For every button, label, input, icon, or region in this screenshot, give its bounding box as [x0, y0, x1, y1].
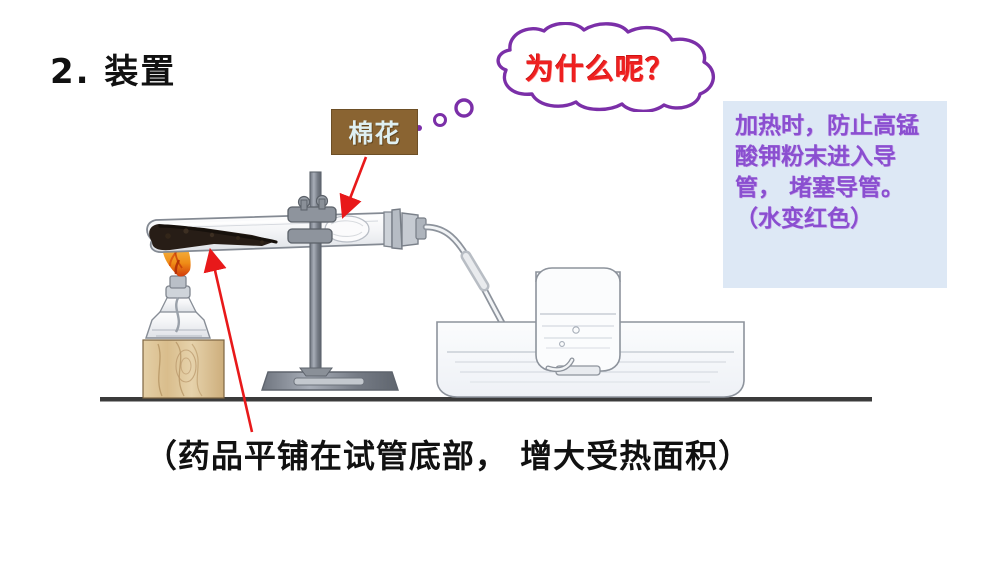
- collecting-bottle: [535, 267, 621, 376]
- rubber-stopper: [383, 208, 427, 250]
- cotton-arrow: [339, 156, 368, 219]
- thought-bubble-text: 为什么呢？: [524, 52, 675, 86]
- bottom-caption: （药品平铺在试管底部， 增大受热面积）: [144, 437, 752, 475]
- info-note-box: 加热时，防止高锰酸钾粉末进入导管， 堵塞导管。 （水变红色）: [723, 101, 947, 288]
- potassium-permanganate-powder: [149, 224, 278, 251]
- iron-stand: [261, 171, 399, 391]
- thought-bubble-shape: [496, 22, 715, 112]
- cotton-label-text: 棉花: [348, 119, 401, 148]
- powder-arrow: [203, 247, 254, 433]
- wooden-block: [142, 339, 225, 399]
- thought-bubble-dots: [416, 98, 474, 131]
- cotton-label-box: 棉花: [331, 109, 418, 155]
- info-note-text: 加热时，防止高锰酸钾粉末进入导管， 堵塞导管。 （水变红色）: [735, 113, 919, 232]
- alcohol-lamp: [145, 275, 211, 339]
- thought-bubble: 为什么呢？: [452, 22, 742, 112]
- bench-line: [100, 397, 872, 402]
- page-title: 2. 装置: [50, 52, 177, 92]
